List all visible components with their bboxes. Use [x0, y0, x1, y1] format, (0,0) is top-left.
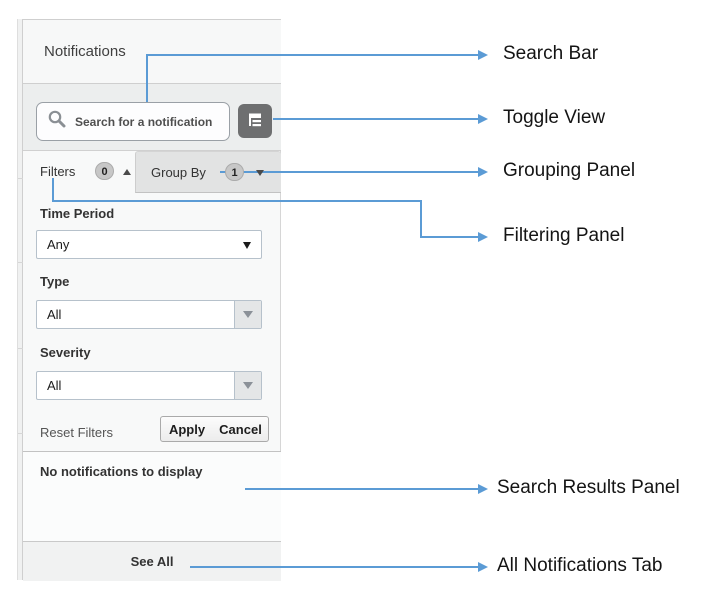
caret-down-icon: [243, 242, 251, 249]
type-select[interactable]: All: [36, 300, 262, 329]
severity-value: All: [47, 378, 62, 393]
severity-dropdown-button[interactable]: [234, 372, 261, 399]
cancel-button[interactable]: Cancel: [213, 416, 269, 442]
apply-button[interactable]: Apply: [160, 416, 214, 442]
search-section: [23, 84, 281, 151]
connector-line-filtering-panel: [52, 178, 54, 202]
tab-group-by[interactable]: Group By 1: [135, 151, 281, 193]
edge-tick: [18, 348, 24, 349]
connector-line-search-bar: [146, 54, 478, 56]
connector-line-toggle-view: [273, 118, 478, 120]
arrow-right-icon: [478, 50, 488, 60]
time-period-select[interactable]: Any: [36, 230, 262, 259]
background-edge: [17, 19, 24, 580]
time-period-value: Any: [47, 237, 70, 252]
edge-tick: [18, 178, 24, 179]
reset-filters-link[interactable]: Reset Filters: [40, 425, 113, 440]
page-title: Notifications: [44, 43, 126, 60]
annotation-grouping-panel: Grouping Panel: [503, 160, 636, 181]
connector-line-all-notifications: [190, 566, 478, 568]
time-period-label: Time Period: [40, 206, 115, 221]
list-view-icon: [246, 112, 264, 131]
type-value: All: [47, 307, 62, 322]
tab-filters-label: Filters: [40, 164, 76, 179]
tab-filters[interactable]: Filters 0: [23, 151, 135, 193]
search-bar: [36, 102, 235, 141]
arrow-right-icon: [478, 232, 488, 242]
empty-results-message: No notifications to display: [40, 464, 203, 479]
annotation-filtering-panel: Filtering Panel: [503, 225, 625, 246]
connector-line-filtering-panel: [420, 236, 478, 238]
edge-tick: [18, 262, 24, 263]
see-all-label: See All: [130, 554, 174, 569]
tab-group-by-label: Group By: [151, 165, 206, 180]
annotation-all-notifications-tab: All Notifications Tab: [497, 555, 663, 576]
connector-line-grouping-panel: [220, 171, 478, 173]
search-input[interactable]: [75, 114, 235, 129]
arrow-right-icon: [478, 114, 488, 124]
type-dropdown-button[interactable]: [234, 301, 261, 328]
edge-tick: [18, 433, 24, 434]
severity-select[interactable]: All: [36, 371, 262, 400]
all-notifications-tab[interactable]: See All: [23, 541, 281, 581]
annotation-search-bar: Search Bar: [503, 43, 599, 64]
caret-up-icon: [123, 169, 131, 175]
arrow-right-icon: [478, 167, 488, 177]
severity-label: Severity: [40, 345, 91, 360]
toggle-view-button[interactable]: [238, 104, 272, 138]
notifications-panel: Notifications: [23, 19, 281, 581]
caret-down-icon: [243, 311, 253, 318]
grouping-panel-tabs: Filters 0 Group By 1: [23, 151, 281, 193]
group-by-count-badge: 1: [225, 163, 244, 181]
annotation-search-results-panel: Search Results Panel: [497, 477, 680, 498]
type-label: Type: [40, 274, 70, 289]
connector-line-search-bar: [146, 55, 148, 102]
arrow-right-icon: [478, 484, 488, 494]
connector-line-filtering-panel: [420, 200, 422, 238]
connector-line-filtering-panel: [52, 200, 422, 202]
arrow-right-icon: [478, 562, 488, 572]
search-icon: [47, 109, 67, 134]
annotation-toggle-view: Toggle View: [503, 107, 606, 128]
caret-down-icon: [256, 170, 264, 176]
search-results-panel: No notifications to display: [23, 451, 281, 541]
connector-line-search-results: [245, 488, 478, 490]
caret-down-icon: [243, 382, 253, 389]
panel-header: Notifications: [23, 20, 281, 84]
filters-count-badge: 0: [95, 162, 114, 180]
